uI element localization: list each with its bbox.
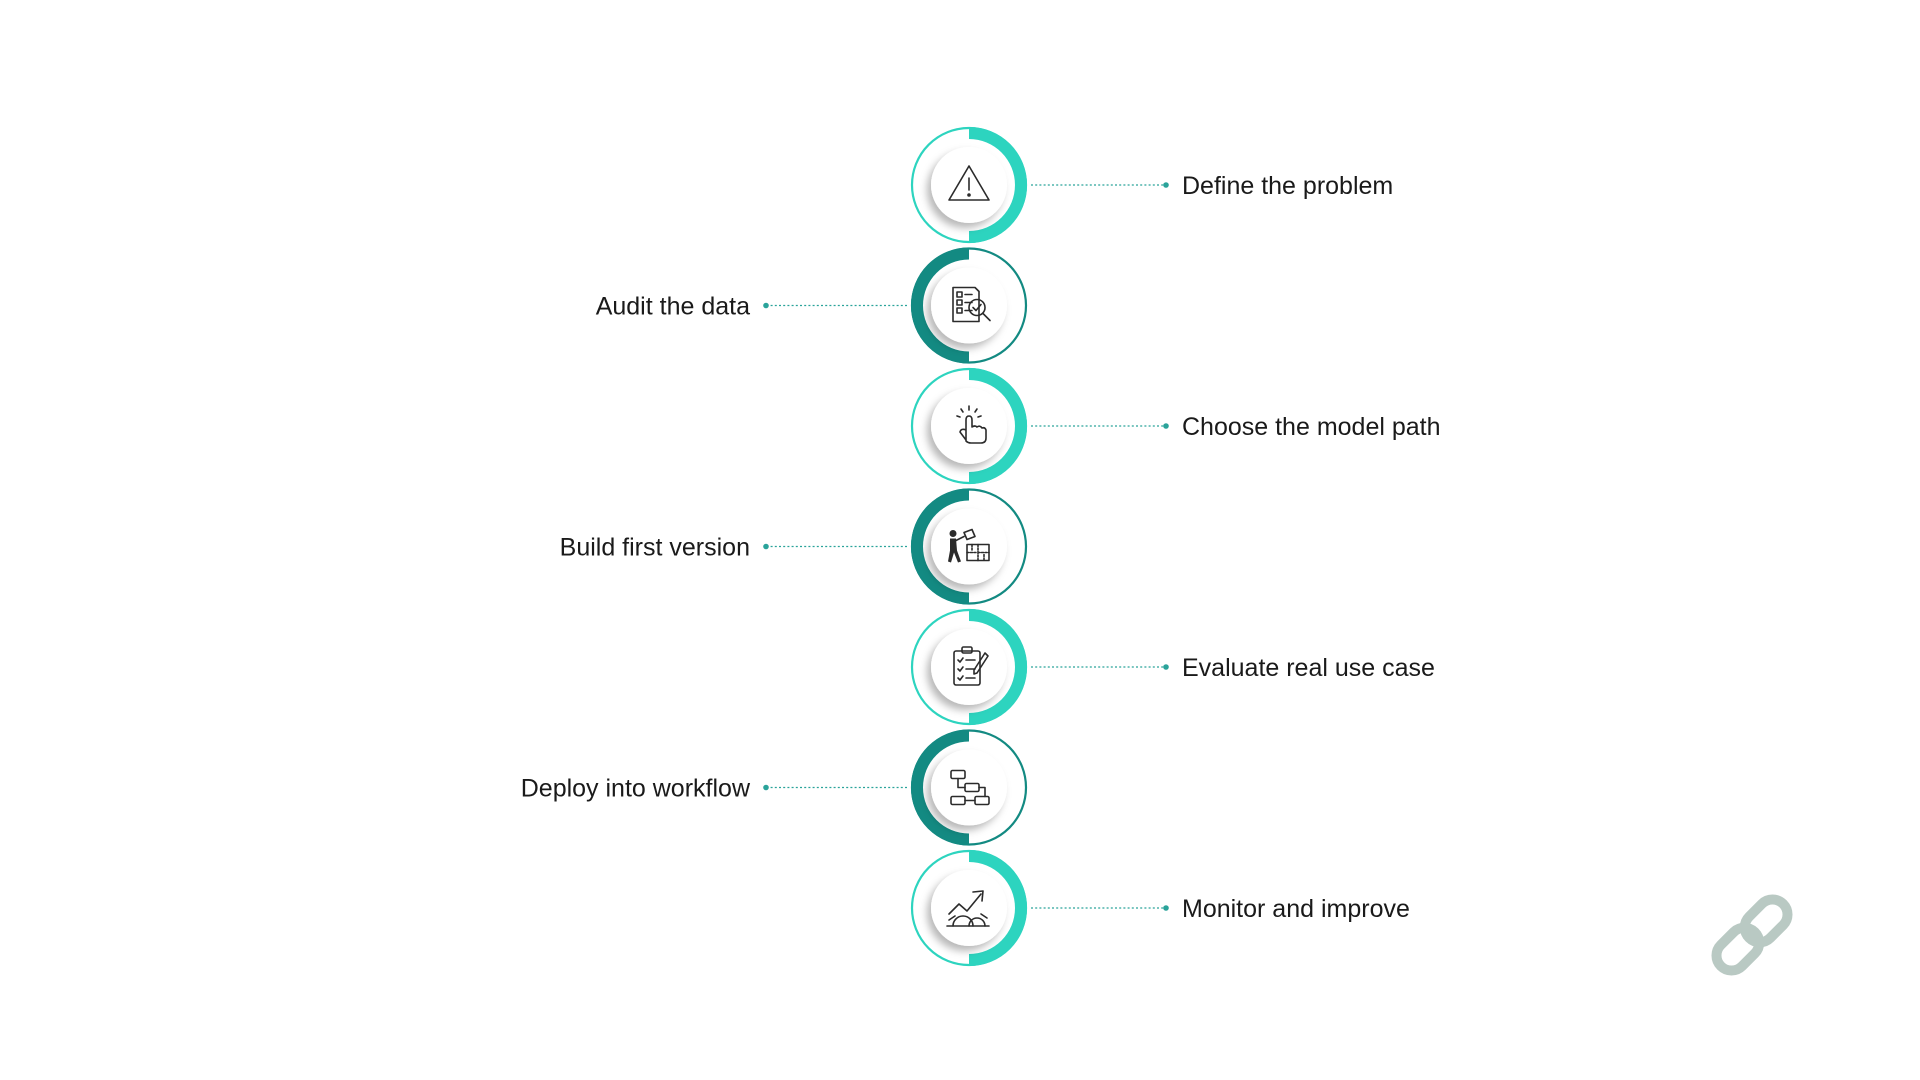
step-icon-disc	[931, 388, 1007, 464]
link-logo-icon	[1711, 894, 1793, 976]
step-7: Monitor and improve	[910, 849, 1410, 967]
step-label: Build first version	[560, 534, 750, 562]
step-3: Choose the model path	[910, 367, 1441, 485]
growth-chart-icon	[946, 890, 990, 927]
step-ring-segment	[969, 127, 1027, 243]
step-connector-dot	[1163, 664, 1169, 670]
step-connector-dot	[763, 302, 769, 309]
step-ring-segment	[910, 729, 969, 846]
step-label: Audit the data	[596, 293, 750, 321]
step-connector-dot	[763, 543, 769, 550]
step-label: Choose the model path	[1182, 413, 1441, 441]
step-ring-segment	[910, 488, 969, 605]
step-connector-dot	[763, 784, 769, 791]
step-ring-segment	[910, 247, 969, 364]
step-1: Define the problem	[910, 126, 1393, 244]
step-label: Evaluate real use case	[1182, 654, 1435, 682]
step-icon-disc	[931, 629, 1007, 705]
step-icon-disc	[931, 508, 1007, 585]
workflow-icon	[950, 769, 990, 806]
step-label: Define the problem	[1182, 172, 1393, 200]
step-ring-segment	[969, 850, 1027, 966]
step-ring-segment	[969, 368, 1027, 484]
step-connector-dot	[1163, 905, 1169, 911]
step-connector-dot	[1163, 423, 1169, 429]
pointer-hand-icon	[956, 405, 987, 444]
step-ring-segment	[969, 609, 1027, 725]
step-label: Deploy into workflow	[521, 775, 751, 803]
warning-icon	[948, 165, 990, 201]
step-connector-dot	[1163, 182, 1169, 188]
step-4: Build first version	[560, 488, 1028, 605]
data-audit-icon	[952, 286, 991, 323]
step-label: Monitor and improve	[1182, 895, 1410, 923]
checklist-icon	[953, 646, 989, 686]
step-icon-disc	[931, 749, 1007, 826]
step-6: Deploy into workflow	[521, 729, 1028, 846]
step-2: Audit the data	[596, 247, 1028, 364]
step-5: Evaluate real use case	[910, 608, 1435, 726]
builder-icon	[948, 528, 990, 563]
